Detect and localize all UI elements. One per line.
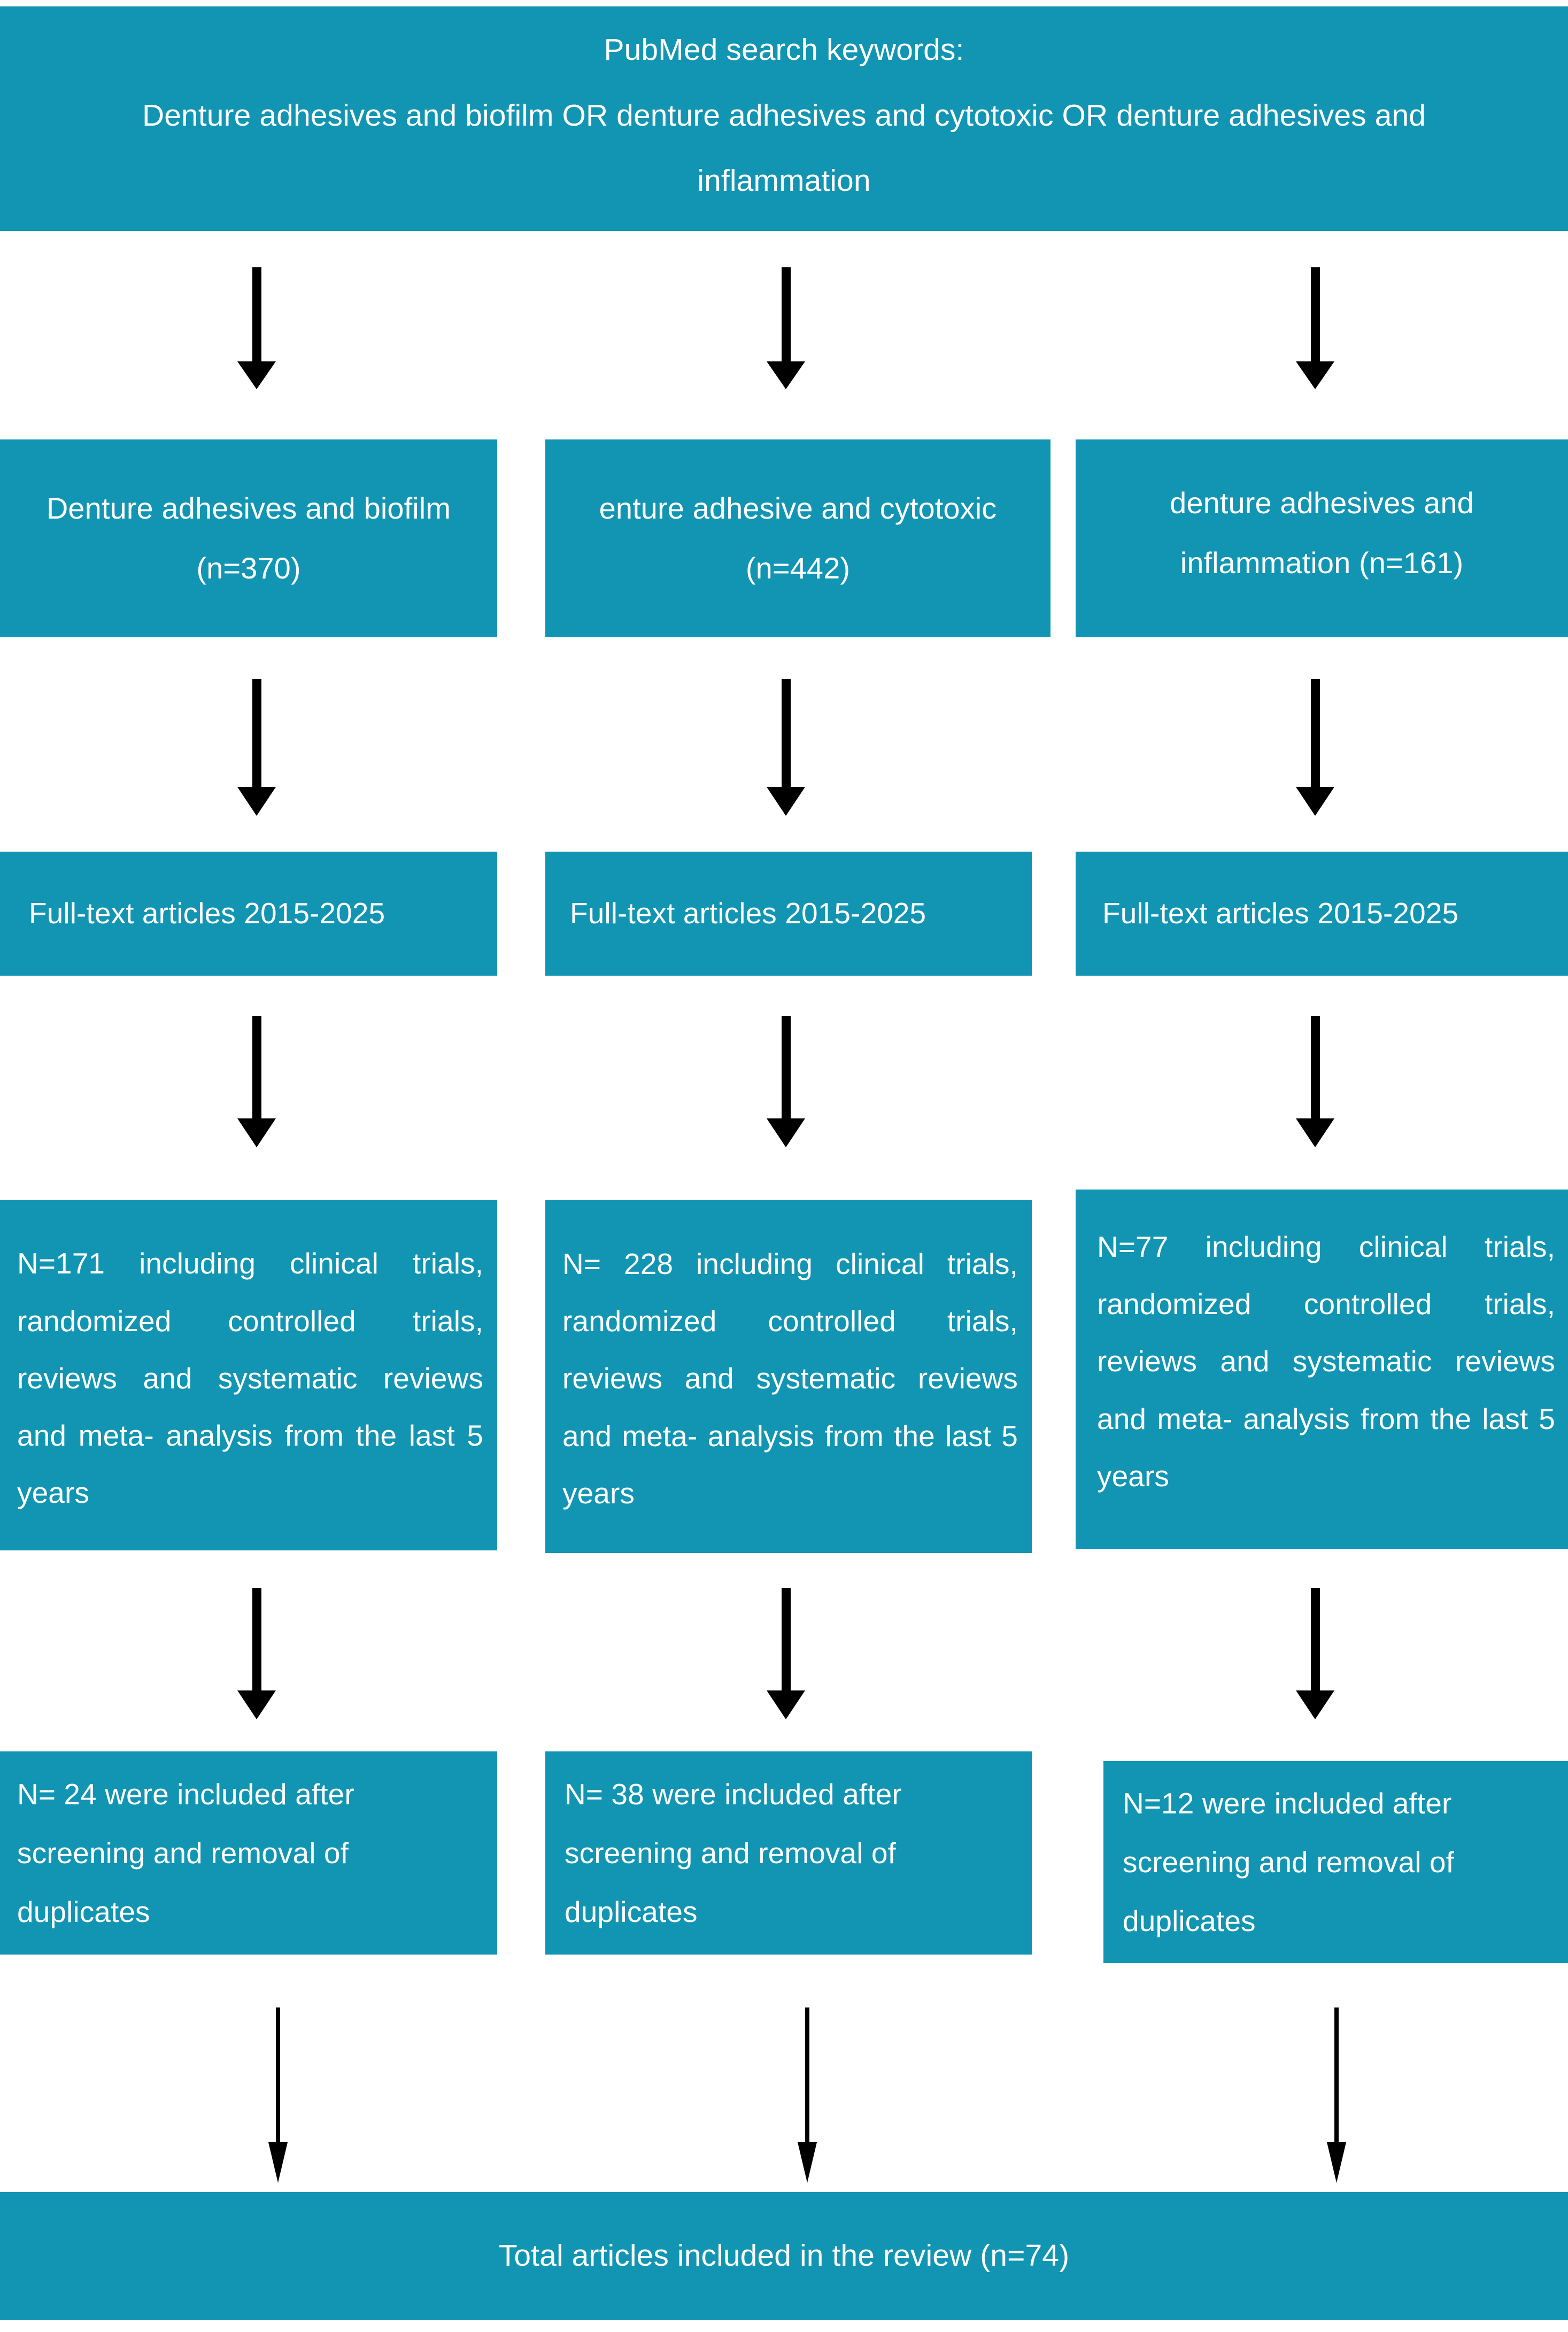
fulltext-box-inflammation: Full-text articles 2015-2025 (1076, 852, 1568, 976)
screening-box-cytotoxic: N= 38 were included after screening and … (545, 1751, 1032, 1955)
screening-box-biofilm: N= 24 were included after screening and … (0, 1751, 497, 1955)
arrow-down-icon (775, 2007, 839, 2184)
arrow-down-icon (1278, 1016, 1353, 1149)
screening-box-inflammation: N=12 were included after screening and r… (1103, 1761, 1568, 1963)
arrow-down-icon (219, 1588, 294, 1721)
arrow-down-icon (246, 2007, 310, 2184)
search-keywords-title: PubMed search keywords: (604, 33, 964, 67)
search-result-label: Denture adhesives and biofilm (n=370) (46, 491, 451, 585)
search-result-box-inflammation: denture adhesives and inflammation (n=16… (1076, 439, 1568, 637)
fulltext-box-cytotoxic: Full-text articles 2015-2025 (545, 852, 1032, 976)
study-type-box-biofilm: N=171 including clinical trials, randomi… (0, 1200, 497, 1550)
study-type-label: N=171 including clinical trials, randomi… (17, 1247, 483, 1510)
search-result-box-biofilm: Denture adhesives and biofilm (n=370) (0, 439, 497, 637)
arrow-down-icon (1278, 267, 1353, 390)
screening-label: N=12 were included after screening and r… (1123, 1787, 1454, 1937)
arrow-down-icon (219, 1016, 294, 1149)
arrow-down-icon (748, 1588, 823, 1721)
fulltext-label: Full-text articles 2015-2025 (570, 897, 926, 930)
arrow-down-icon (1278, 679, 1353, 818)
study-type-box-inflammation: N=77 including clinical trials, randomiz… (1076, 1190, 1568, 1549)
fulltext-label: Full-text articles 2015-2025 (29, 897, 385, 930)
arrow-down-icon (219, 679, 294, 818)
arrow-down-icon (1278, 1588, 1353, 1721)
arrow-down-icon (219, 267, 294, 390)
total-included-box: Total articles included in the review (n… (0, 2192, 1568, 2320)
arrow-down-icon (1304, 2007, 1369, 2184)
study-type-label: N= 228 including clinical trials, random… (562, 1247, 1018, 1510)
screening-label: N= 38 were included after screening and … (565, 1778, 902, 1928)
study-type-box-cytotoxic: N= 228 including clinical trials, random… (545, 1200, 1032, 1553)
fulltext-box-biofilm: Full-text articles 2015-2025 (0, 852, 497, 976)
search-keywords-query: Denture adhesives and biofilm OR denture… (142, 98, 1426, 198)
arrow-down-icon (748, 679, 823, 818)
search-keywords-box: PubMed search keywords: Denture adhesive… (0, 6, 1568, 231)
study-type-label: N=77 including clinical trials, randomiz… (1097, 1230, 1555, 1493)
search-result-box-cytotoxic: enture adhesive and cytotoxic (n=442) (545, 439, 1051, 637)
arrow-down-icon (748, 267, 823, 390)
fulltext-label: Full-text articles 2015-2025 (1102, 897, 1459, 930)
total-included-label: Total articles included in the review (n… (498, 2238, 1070, 2273)
screening-label: N= 24 were included after screening and … (17, 1778, 354, 1928)
search-result-label: denture adhesives and inflammation (n=16… (1170, 486, 1474, 580)
search-result-label: enture adhesive and cytotoxic (n=442) (599, 491, 997, 585)
arrow-down-icon (748, 1016, 823, 1149)
